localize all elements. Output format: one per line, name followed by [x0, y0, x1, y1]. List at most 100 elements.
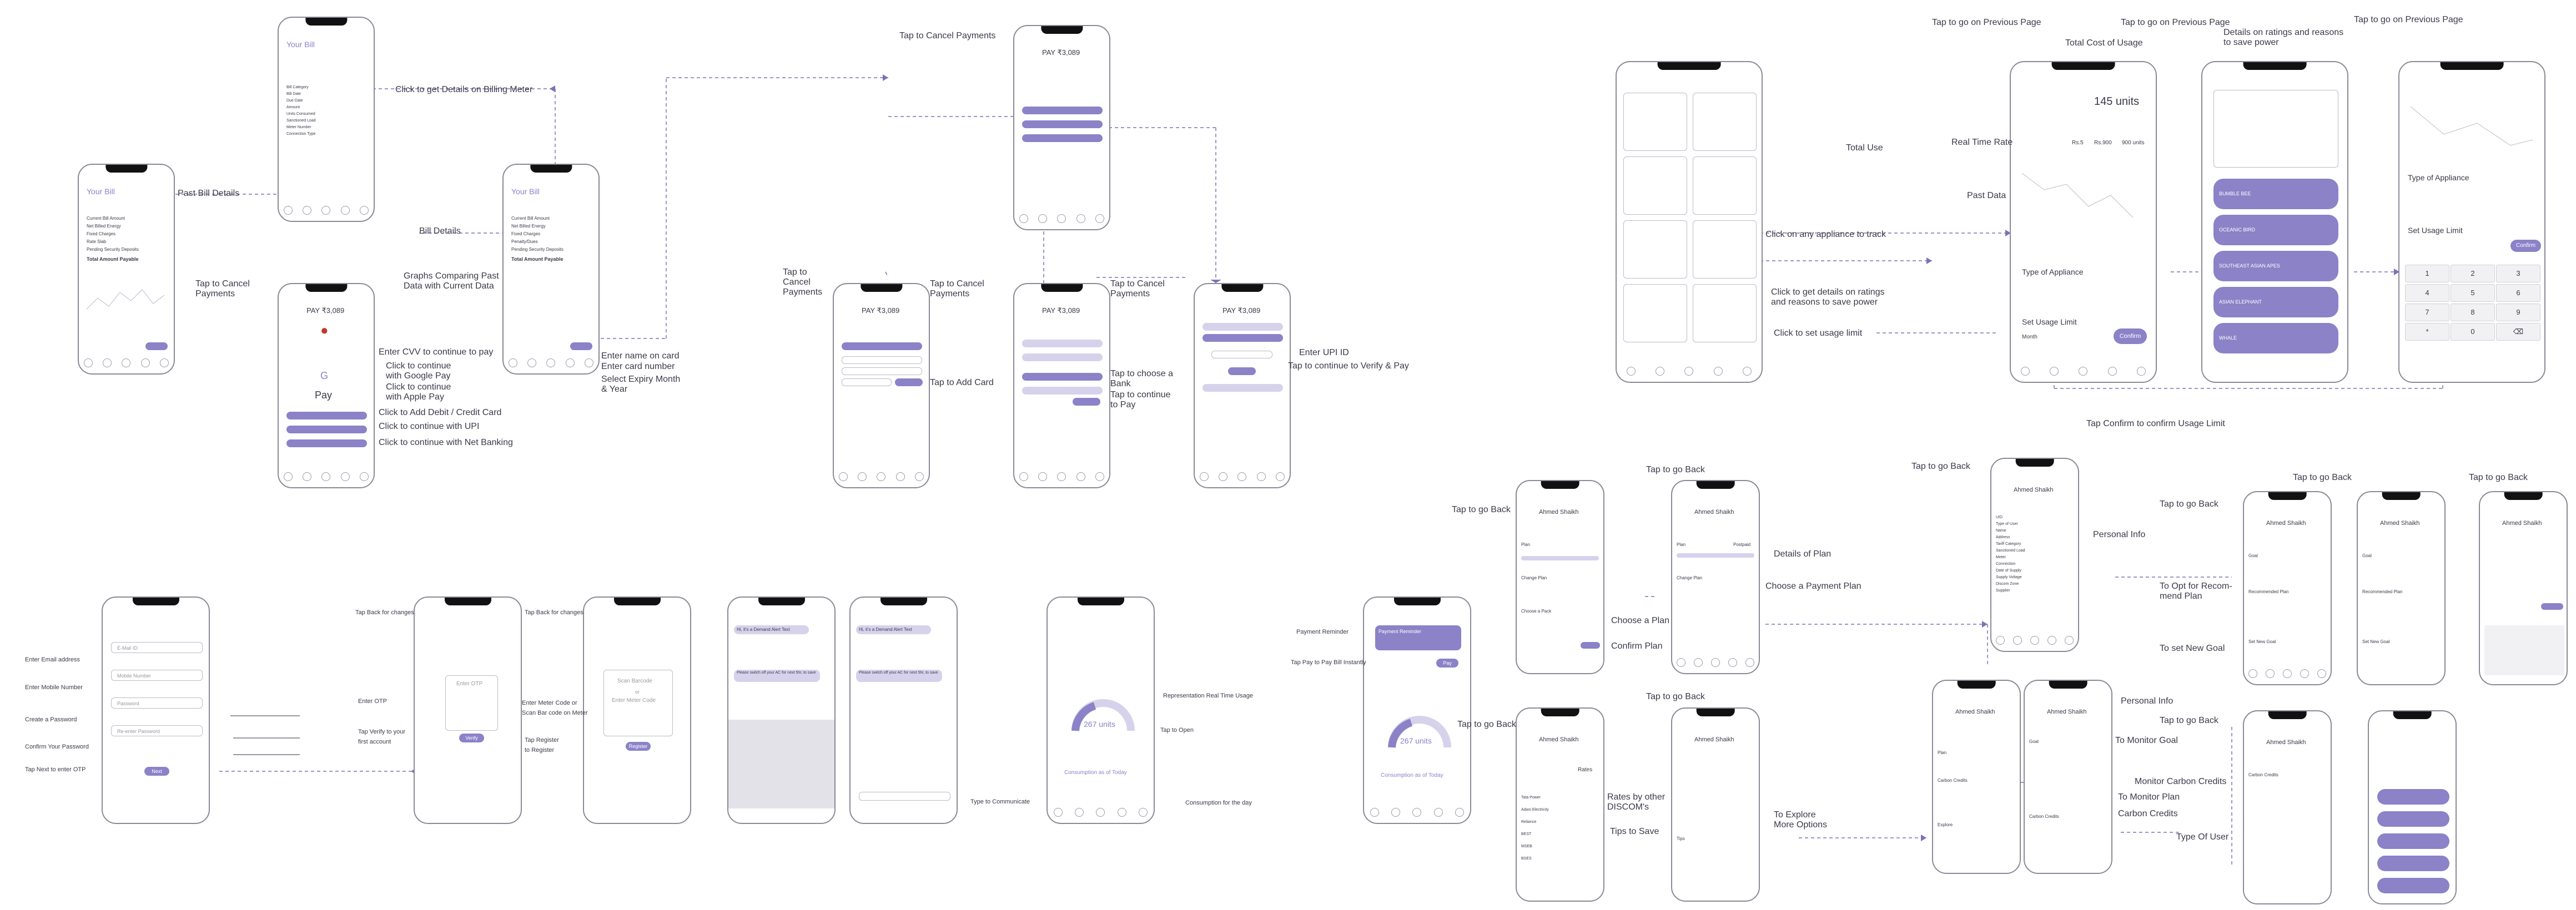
verify-button[interactable] — [1228, 367, 1256, 375]
reenter-input[interactable]: Re-enter Password — [111, 725, 203, 736]
annotation: Past Bill Details — [178, 189, 240, 198]
keypad-key[interactable]: 2 — [2451, 265, 2495, 282]
annotation: Monitor Carbon Credits — [2135, 777, 2227, 786]
keypad-key[interactable]: 3 — [2496, 265, 2540, 282]
upi-option[interactable] — [286, 426, 367, 433]
mobile-input[interactable]: Mobile Number — [111, 670, 203, 681]
annotation: Enter Mobile Number — [25, 684, 83, 691]
annotation: Click to continue with Apple Pay — [386, 382, 451, 402]
upi-tab[interactable] — [1203, 334, 1283, 342]
annotation: Graphs Comparing Past Data with Current … — [404, 271, 499, 291]
bank-select[interactable] — [1022, 373, 1103, 381]
bottom-nav[interactable] — [279, 471, 374, 483]
reminder-pay-button[interactable]: Pay — [1436, 659, 1458, 668]
chat-message: Hi, it's a Demand Alert Text — [734, 625, 809, 634]
annotation: Consumption for the day — [1185, 800, 1252, 806]
pay-button[interactable] — [570, 342, 592, 350]
bottom-nav[interactable] — [2011, 365, 2156, 377]
appliance-tile[interactable] — [1623, 220, 1687, 279]
appliance-item[interactable]: WHALE — [2213, 323, 2338, 353]
card-tab[interactable] — [842, 342, 922, 350]
keypad-key[interactable]: 6 — [2496, 284, 2540, 302]
keypad-key[interactable]: 0 — [2451, 323, 2495, 341]
phone-carbon-type: Ahmed Shaikh Carbon Credits — [2243, 710, 2332, 904]
name-on-card-input[interactable] — [842, 356, 922, 364]
annotation: Tap to go Back — [1646, 465, 1705, 474]
card-icon[interactable]: ● — [320, 323, 329, 338]
keypad-key[interactable]: 7 — [2405, 304, 2449, 321]
keypad-key[interactable]: 8 — [2451, 304, 2495, 321]
annotation: Details on ratings and reasons to save p… — [2223, 28, 2344, 47]
bill-button[interactable] — [145, 342, 168, 350]
phone-rates: Ahmed Shaikh Rates Tata Power Adani Elec… — [1516, 707, 1604, 902]
confirm-button[interactable]: Confirm — [2114, 328, 2147, 344]
verify-button[interactable]: Verify — [459, 734, 484, 742]
keypad-key[interactable]: ⌫ — [2496, 323, 2540, 341]
scan-barcode[interactable]: Scan Barcode — [617, 678, 652, 684]
bottom-nav[interactable] — [79, 357, 174, 369]
bottom-nav[interactable] — [1195, 471, 1290, 483]
net-banking-option[interactable] — [286, 439, 367, 447]
pay-amount: PAY ₹3,089 — [862, 306, 900, 315]
appliance-tile[interactable] — [1623, 284, 1687, 342]
confirm-button[interactable]: Confirm — [2510, 240, 2541, 252]
register-button[interactable]: Register — [626, 742, 651, 751]
annotation: Tap to Open — [1160, 727, 1194, 734]
keypad-key[interactable]: 1 — [2405, 265, 2449, 282]
annotation: Total Use — [1846, 143, 1883, 153]
expiry-input[interactable] — [842, 378, 892, 386]
apple-pay-icon[interactable]: Pay — [315, 390, 333, 401]
continue-button[interactable] — [1073, 398, 1100, 406]
keypad-key[interactable]: * — [2405, 323, 2449, 341]
appliance-tile[interactable] — [1623, 93, 1687, 151]
bottom-nav[interactable] — [1048, 806, 1154, 818]
upi-id-input[interactable] — [1211, 351, 1272, 358]
confirm-plan-button[interactable] — [1581, 642, 1600, 649]
bottom-nav[interactable] — [1672, 656, 1759, 669]
or-label: or — [635, 689, 640, 695]
bottom-nav[interactable] — [1014, 213, 1109, 225]
debit-card-option[interactable] — [286, 412, 367, 419]
appliance-tile[interactable] — [1623, 156, 1687, 215]
keypad[interactable] — [2484, 625, 2564, 675]
appliance-item[interactable]: ASIAN ELEPHANT — [2213, 287, 2338, 317]
appliance-tile[interactable] — [1693, 220, 1757, 279]
meter-code[interactable]: Enter Meter Code — [612, 697, 656, 704]
annotation: Click to get details on ratings and reas… — [1771, 287, 1885, 307]
phone-home: 267 units Consumption as of Today — [1046, 596, 1155, 824]
keyboard[interactable] — [728, 720, 834, 808]
bottom-nav[interactable] — [1364, 806, 1470, 818]
bottom-nav[interactable] — [1991, 634, 2078, 646]
appliance-item[interactable]: SOUTHEAST ASIAN APES — [2213, 251, 2338, 281]
keypad-key[interactable]: 4 — [2405, 284, 2449, 302]
bottom-nav[interactable] — [1014, 471, 1109, 483]
email-input[interactable]: E-Mail ID — [111, 642, 203, 653]
annotation: Click to continue with Google Pay — [386, 361, 451, 381]
annotation: Tap to go Back — [2469, 473, 2528, 482]
appliance-item[interactable]: BUMBLE BEE — [2213, 179, 2338, 209]
bottom-nav[interactable] — [504, 357, 598, 369]
bottom-nav[interactable] — [834, 471, 929, 483]
add-card-button[interactable] — [895, 378, 923, 386]
keypad-key[interactable]: 9 — [2496, 304, 2540, 321]
message-input[interactable] — [859, 792, 950, 801]
card-number-input[interactable] — [842, 367, 922, 375]
appliance-tile[interactable] — [1693, 156, 1757, 215]
password-input[interactable]: Password — [111, 697, 203, 709]
appliance-tile[interactable] — [1693, 93, 1757, 151]
keypad-key[interactable]: 5 — [2451, 284, 2495, 302]
reminder-card[interactable]: Payment Reminder — [1375, 625, 1461, 650]
google-pay-icon[interactable]: G — [320, 370, 329, 381]
bottom-nav[interactable] — [279, 204, 374, 216]
appliance-tile[interactable] — [1693, 284, 1757, 342]
next-button[interactable]: Next — [144, 767, 169, 776]
bottom-nav[interactable] — [1617, 365, 1762, 377]
usage-gauge[interactable] — [1070, 686, 1136, 736]
appliance-item[interactable]: OCEANIC BIRD — [2213, 215, 2338, 245]
usage-gauge[interactable] — [1386, 703, 1453, 753]
annotation: Bill Details — [419, 226, 461, 236]
bottom-nav[interactable] — [2244, 668, 2331, 680]
cost: Rs.900 — [2094, 140, 2112, 146]
bill-title: Your Bill — [511, 187, 540, 196]
